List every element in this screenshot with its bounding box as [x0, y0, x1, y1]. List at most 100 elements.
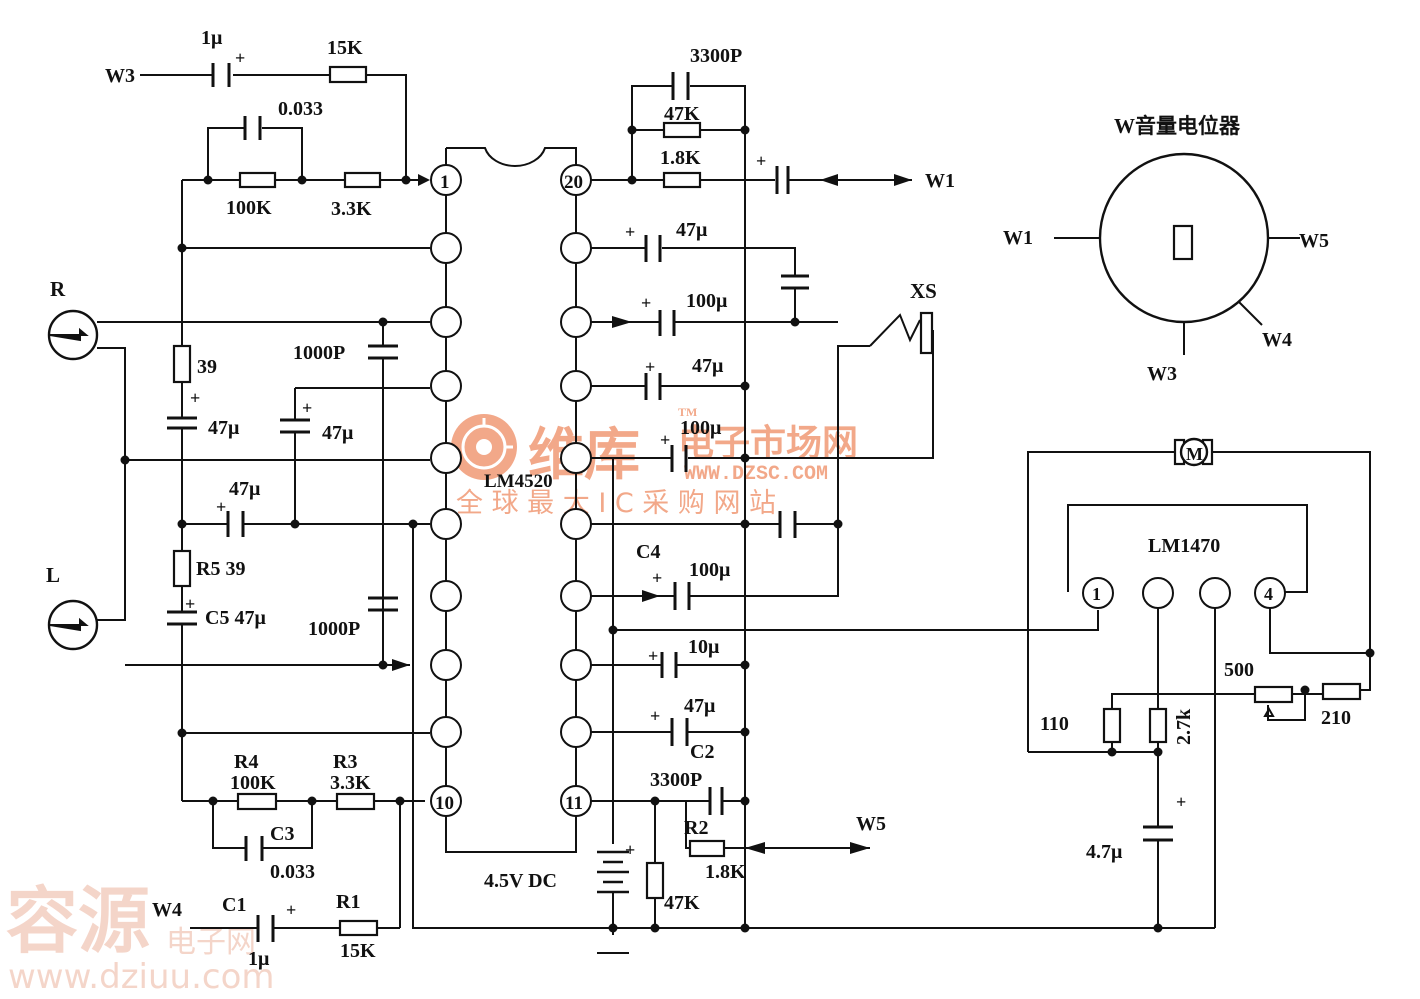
label-r-210: 210	[1321, 707, 1351, 729]
svg-text:+: +	[235, 48, 245, 68]
svg-text:+: +	[645, 357, 655, 377]
dzsc-slogan: 全 球 最 大 I C 采 购 网 站	[456, 488, 776, 519]
res-r2	[688, 839, 726, 858]
dziuu-url: www.dziuu.com	[8, 957, 275, 997]
headphone-jack-icon	[919, 311, 934, 355]
label-c-47u-a: 47μ	[676, 219, 708, 241]
label-r3-val: 3.3K	[330, 772, 371, 794]
label-c-47u-motor: 4.7μ	[1086, 841, 1123, 863]
svg-text:+: +	[286, 900, 296, 920]
ic-motor-pin4: 4	[1264, 584, 1273, 604]
cap-out-w1	[775, 166, 790, 194]
label-r2: R2	[684, 817, 708, 839]
wiper-w4-label: W4	[152, 899, 182, 921]
cap-10u	[660, 652, 678, 678]
label-r4: R4	[234, 751, 258, 773]
label-c-1000p-top: 1000P	[293, 342, 345, 364]
cap-100u-a	[658, 310, 676, 336]
wiper-w5-label: W5	[856, 813, 886, 835]
volume-pot-icon	[1098, 152, 1270, 324]
svg-text:+: +	[641, 293, 651, 313]
res-33k-top	[343, 171, 382, 189]
label-r-top-15k: 15K	[327, 37, 363, 59]
label-r-27k: 2.7k	[1173, 708, 1195, 745]
cap-47u-left	[167, 416, 197, 430]
pot-w5-label: W5	[1299, 230, 1329, 252]
junction-dots	[120, 125, 1375, 933]
input-l-label: L	[46, 563, 60, 587]
dziuu-brand: 容源	[6, 879, 150, 963]
watermark-dziuu: 容源 电子网 www.dziuu.com	[6, 879, 275, 997]
components	[47, 63, 1362, 942]
label-c-top-0033: 0.033	[278, 98, 323, 120]
cap-xs	[781, 274, 809, 290]
res-27k	[1148, 707, 1168, 744]
cap-1000p-bot	[368, 596, 398, 612]
cap-c5	[167, 610, 197, 626]
ic-motor-name: LM1470	[1148, 535, 1220, 557]
cap-47u-motor	[1143, 825, 1173, 842]
res-47k-top	[662, 121, 702, 139]
label-c-47u-left: 47μ	[208, 417, 240, 439]
cap-c1	[256, 915, 275, 942]
jack-label: XS	[910, 279, 937, 303]
polarity-marks: + + + + + + + + + + + + + + + +	[185, 48, 1186, 920]
cap-c3	[244, 836, 264, 861]
wiper-w3-label: W3	[105, 65, 135, 87]
res-r4	[236, 792, 278, 811]
res-100k-top	[238, 171, 277, 189]
label-c-10u: 10μ	[688, 636, 720, 658]
dzsc-tm: TM	[678, 405, 697, 419]
ic-main-pin10: 10	[435, 793, 454, 814]
ic-main-pin1: 1	[440, 172, 450, 193]
pot-500	[1253, 685, 1294, 704]
res-top-15k	[328, 65, 368, 84]
label-c5: C5 47μ	[205, 607, 266, 629]
svg-text:+: +	[1176, 792, 1186, 812]
label-c-100u-b: 100μ	[680, 417, 722, 439]
label-r-39-top: 39	[197, 356, 217, 378]
res-47k-bot	[645, 861, 665, 900]
wires	[97, 74, 1371, 954]
res-r1	[338, 919, 379, 937]
label-c-47u-c2: 47μ	[684, 695, 716, 717]
pot-title: W音量电位器	[1114, 114, 1241, 138]
cap-47u-a	[644, 235, 662, 262]
cap-3300p-top	[671, 72, 690, 100]
label-c-47u-r: 47μ	[229, 478, 261, 500]
power-label: 4.5V DC	[484, 870, 557, 892]
label-c-1000p-bot: 1000P	[308, 618, 360, 640]
ic-main-pin11: 11	[565, 793, 583, 814]
label-c4-val: 100μ	[689, 559, 731, 581]
ic-main-name: LM4520	[484, 471, 553, 492]
pot-w1-label: W1	[1003, 227, 1033, 249]
label-c-100u-a: 100μ	[686, 290, 728, 312]
svg-text:+: +	[625, 222, 635, 242]
svg-text:+: +	[625, 840, 635, 860]
label-r-33k-top: 3.3K	[331, 198, 372, 220]
label-c-47u-b: 47μ	[692, 355, 724, 377]
battery-icon	[597, 850, 629, 894]
res-39-top	[172, 344, 192, 384]
label-c-47u-mid: 47μ	[322, 422, 354, 444]
cap-3300p-bot	[708, 787, 724, 815]
cap-47u-mid	[280, 418, 310, 434]
dziuu-sub: 电子网	[166, 925, 256, 960]
label-r5: R5 39	[196, 558, 245, 580]
pot-w3-label: W3	[1147, 363, 1177, 385]
cap-top-1u	[211, 63, 231, 87]
res-r5	[172, 549, 192, 588]
motor-label: M	[1186, 444, 1203, 464]
cap-100u-b	[670, 445, 688, 472]
wiper-w1-label: W1	[925, 170, 955, 192]
label-r-100k-top: 100K	[226, 197, 272, 219]
res-r3	[335, 792, 376, 811]
label-r4-val: 100K	[230, 772, 276, 794]
input-r-label: R	[50, 277, 66, 301]
ic-main-pins	[430, 164, 592, 817]
labels: W音量电位器 LM4520 1 10 11 20 LM1470 1 4 4.5V…	[46, 27, 1351, 970]
label-c2: C2	[690, 741, 714, 763]
cap-47u-r	[226, 511, 245, 537]
svg-text:+: +	[302, 398, 312, 418]
cap-c2	[670, 718, 689, 746]
